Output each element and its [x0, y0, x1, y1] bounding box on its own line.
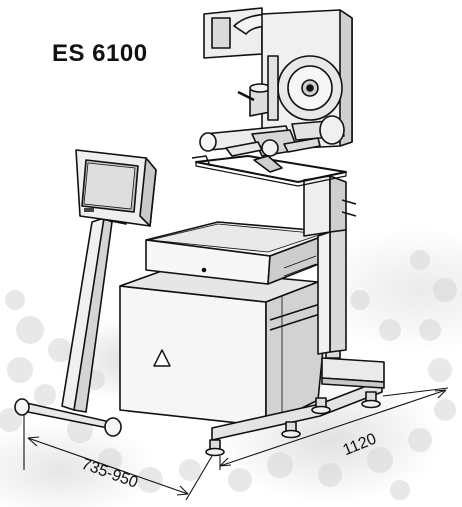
- upper-head: [203, 7, 353, 151]
- dimension-lines: [23, 387, 449, 501]
- length-dimension-label: 1120: [341, 431, 379, 460]
- tool-arms: [191, 115, 347, 187]
- lower-cabinet: [119, 267, 325, 427]
- monitor-stand: [14, 207, 127, 437]
- width-dimension-label: 735-950: [79, 456, 140, 492]
- base-frame: [205, 341, 385, 457]
- vertical-column: [303, 175, 357, 355]
- touch-monitor: [75, 149, 157, 227]
- model-title: ES 6100: [52, 40, 148, 67]
